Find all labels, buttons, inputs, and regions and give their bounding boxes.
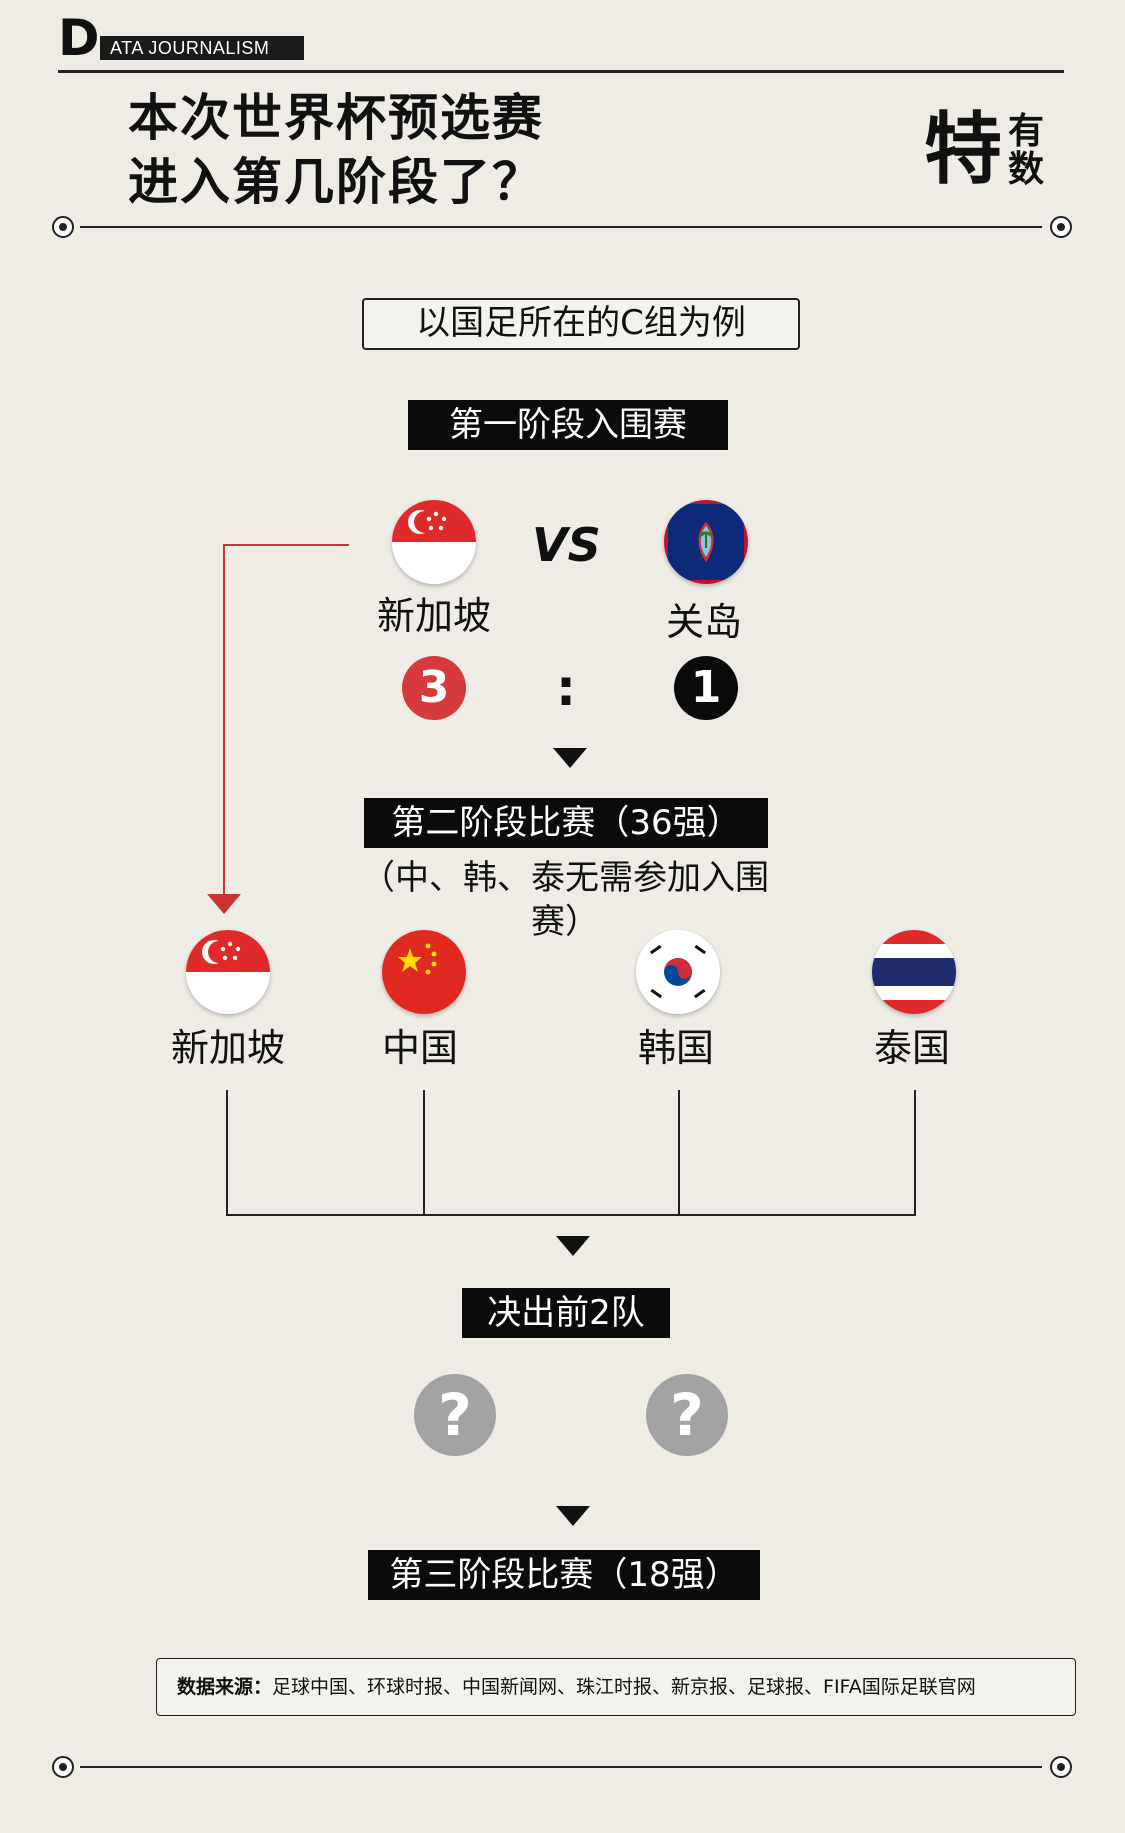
football-icon [1050, 216, 1072, 238]
logo-text: ATA JOURNALISM [100, 36, 304, 60]
korea-flag-icon [636, 930, 720, 1014]
team-right-score: 1 [674, 656, 738, 720]
football-icon [52, 1756, 74, 1778]
top-rule [58, 70, 1064, 73]
title-line-1: 本次世界杯预选赛 [128, 89, 544, 147]
brand-char-bottom: 数 [1008, 149, 1045, 190]
source-text: 足球中国、环球时报、中国新闻网、珠江时报、新京报、足球报、FIFA国际足联官网 [272, 1676, 976, 1698]
unknown-team-icon: ? [414, 1374, 496, 1456]
logo-letter: D [58, 9, 100, 67]
team-name: 泰国 [873, 1026, 950, 1070]
arrow-down-icon [556, 1506, 590, 1526]
bracket-line [914, 1090, 916, 1216]
advance-line [223, 544, 225, 896]
team-right-name: 关岛 [665, 600, 742, 644]
football-icon [52, 216, 74, 238]
bracket-line [678, 1090, 680, 1216]
advance-arrow-icon [207, 894, 241, 914]
source-label: 数据来源： [177, 1676, 273, 1698]
team-name: 韩国 [637, 1026, 714, 1070]
footer-divider [80, 1766, 1042, 1768]
stage3-label: 第三阶段比赛（18强） [368, 1550, 760, 1600]
bracket-line [226, 1214, 916, 1216]
team-left-score: 3 [402, 656, 466, 720]
brand-char-top: 有 [1008, 111, 1045, 152]
score-colon: : [556, 659, 576, 717]
football-icon [1050, 1756, 1072, 1778]
arrow-down-icon [553, 748, 587, 768]
source-box: 数据来源：足球中国、环球时报、中国新闻网、珠江时报、新京报、足球报、FIFA国际… [156, 1658, 1076, 1716]
guam-flag-icon [664, 500, 748, 584]
bracket-line [423, 1090, 425, 1216]
top2-label: 决出前2队 [462, 1288, 670, 1338]
singapore-flag-icon [392, 500, 476, 584]
brand-char-big: 特 [924, 105, 1003, 195]
vs-text: VS [532, 518, 601, 572]
team-name: 中国 [381, 1026, 458, 1070]
thailand-flag-icon [872, 930, 956, 1014]
singapore-flag-icon [186, 930, 270, 1014]
intro-label: 以国足所在的C组为例 [362, 298, 800, 350]
stage2-note: （中、韩、泰无需参加入围赛） [361, 858, 769, 942]
stage2-label: 第二阶段比赛（36强） [364, 798, 768, 848]
china-flag-icon [382, 930, 466, 1014]
unknown-team-icon: ? [646, 1374, 728, 1456]
team-left-name: 新加坡 [376, 594, 491, 638]
arrow-down-icon [556, 1236, 590, 1256]
bracket-line [226, 1090, 228, 1216]
title-line-2: 进入第几阶段了？ [128, 153, 544, 211]
header-divider [80, 226, 1042, 228]
team-name: 新加坡 [170, 1026, 285, 1070]
stage1-label: 第一阶段入围赛 [408, 400, 728, 450]
advance-line [223, 544, 349, 546]
